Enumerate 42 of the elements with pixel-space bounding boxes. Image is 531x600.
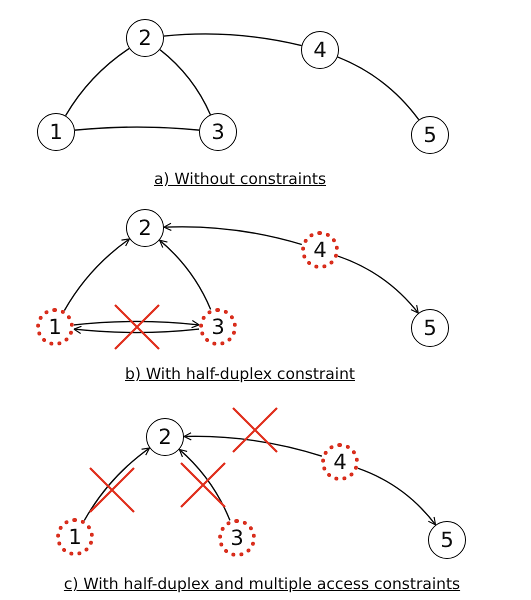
connector-line — [337, 56, 420, 120]
node-circle — [411, 309, 449, 347]
node-circle — [301, 31, 339, 69]
node-number: 5 — [423, 124, 437, 146]
node-number: 4 — [333, 452, 347, 472]
caption: b) With half-duplex constraint — [125, 365, 355, 383]
node-number: 4 — [313, 240, 327, 260]
node-circle — [199, 113, 237, 151]
node-number: 2 — [138, 218, 152, 238]
connector-line — [164, 33, 302, 46]
node-circle — [146, 418, 184, 456]
arrow — [159, 240, 212, 310]
arrow — [74, 320, 200, 328]
node-number: 3 — [211, 122, 225, 142]
arrow — [183, 432, 322, 457]
arrow — [73, 326, 200, 334]
connector-line — [160, 49, 211, 115]
connector-line — [65, 48, 130, 116]
node-number: 5 — [440, 530, 454, 550]
node-circle — [411, 116, 449, 154]
node-circle — [428, 521, 466, 559]
arrow — [178, 448, 231, 521]
arrow — [64, 238, 130, 311]
arrow — [163, 222, 302, 246]
arrow — [338, 255, 419, 314]
node-number: 2 — [158, 426, 172, 448]
arrow — [358, 468, 436, 526]
caption: c) With half-duplex and multiple access constraints — [64, 575, 460, 593]
node-circle — [37, 113, 75, 151]
node-number: 4 — [313, 40, 327, 60]
node-number: 3 — [211, 316, 225, 338]
node-number: 3 — [230, 528, 244, 548]
node-number: 2 — [138, 28, 152, 48]
caption: a) Without constraints — [154, 170, 326, 188]
connector-line — [74, 126, 200, 131]
node-circle — [126, 209, 164, 247]
node-circle — [126, 19, 164, 57]
node-number: 1 — [68, 526, 82, 548]
arrow — [84, 447, 150, 521]
node-number: 1 — [48, 316, 62, 338]
node-number: 1 — [49, 122, 63, 142]
node-number: 5 — [423, 318, 437, 338]
